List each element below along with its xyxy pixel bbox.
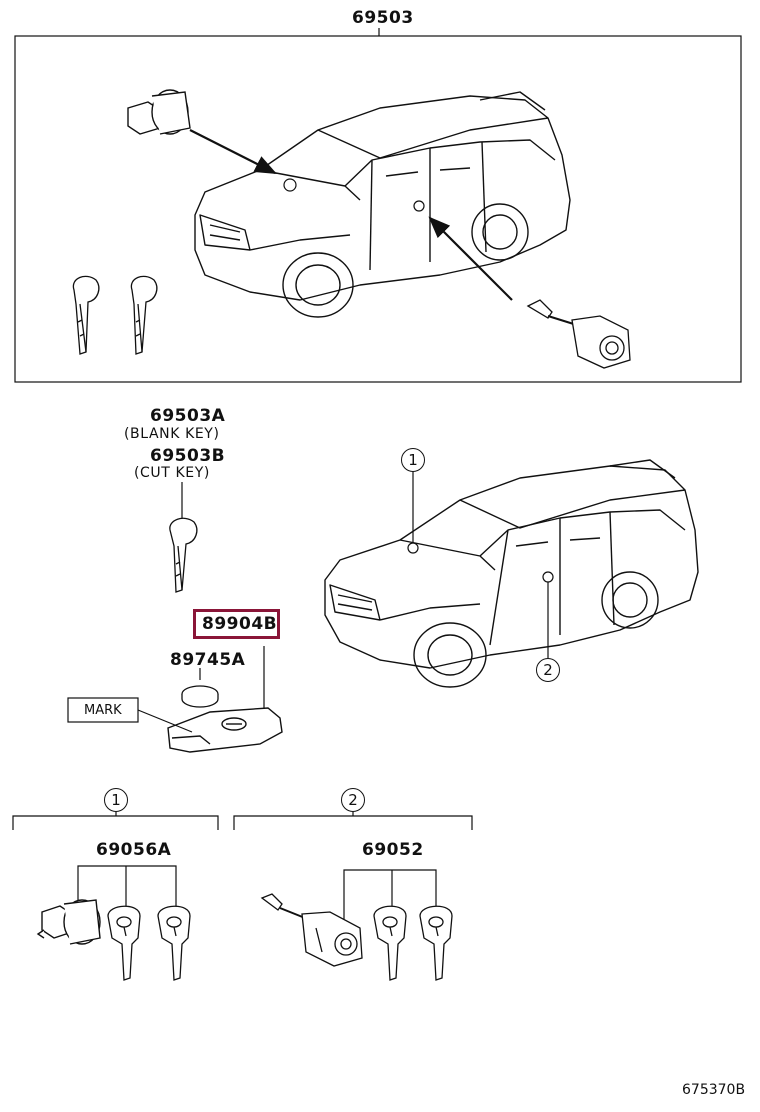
hood-lock-point <box>283 178 297 192</box>
section-2-part-number[interactable]: 69052 <box>362 840 424 860</box>
key-part-b-desc: (CUT KEY) <box>134 465 210 481</box>
section-1-key-1 <box>107 905 141 981</box>
key-part-a-desc: (BLANK KEY) <box>124 426 220 442</box>
section-2-marker: 2 <box>341 788 365 812</box>
key-blank <box>169 517 198 593</box>
section-1-cylinder <box>36 899 101 945</box>
section-1-part-number[interactable]: 69056A <box>96 840 172 860</box>
arrow-to-door <box>428 216 513 301</box>
vehicle-middle-illustration <box>324 459 699 688</box>
battery-part-number[interactable]: 89745A <box>170 650 246 670</box>
vehicle-top-illustration <box>194 91 571 318</box>
vehicle-callout-1: 1 <box>401 448 425 472</box>
mark-leader <box>137 709 193 733</box>
key-part-b-number[interactable]: 69503B <box>150 446 226 466</box>
section-2-leaders <box>343 869 437 920</box>
drawing-number: 675370B <box>682 1082 746 1098</box>
section-1-key-2 <box>157 905 191 981</box>
highlighted-part-box <box>193 609 280 639</box>
mark-label: MARK <box>84 703 122 718</box>
vehicle-callout-2: 2 <box>536 658 560 682</box>
mark-label-box <box>67 697 139 723</box>
section-1-bracket <box>12 815 219 830</box>
top-assembly-frame <box>14 35 742 383</box>
top-part-number[interactable]: 69503 <box>352 8 414 28</box>
key-top-2 <box>130 275 158 355</box>
coin-battery <box>181 685 219 708</box>
callout-1-point <box>407 542 419 554</box>
key-part-a-number[interactable]: 69503A <box>150 406 226 426</box>
ignition-cylinder-top <box>127 89 191 135</box>
section-1-leaders <box>77 865 177 906</box>
door-cylinder-top <box>526 299 631 369</box>
section-2-bracket <box>233 815 473 830</box>
key-fob-case <box>167 707 283 753</box>
arrow-to-hood <box>189 129 277 174</box>
section-2-key-1 <box>373 905 407 981</box>
section-2-door-cylinder <box>260 893 363 967</box>
section-2-key-2 <box>419 905 453 981</box>
section-1-marker: 1 <box>104 788 128 812</box>
key-top-1 <box>72 275 100 355</box>
highlighted-part-number[interactable]: 89904B <box>202 614 278 634</box>
door-lock-point <box>413 200 425 212</box>
callout-2-point <box>542 571 554 583</box>
